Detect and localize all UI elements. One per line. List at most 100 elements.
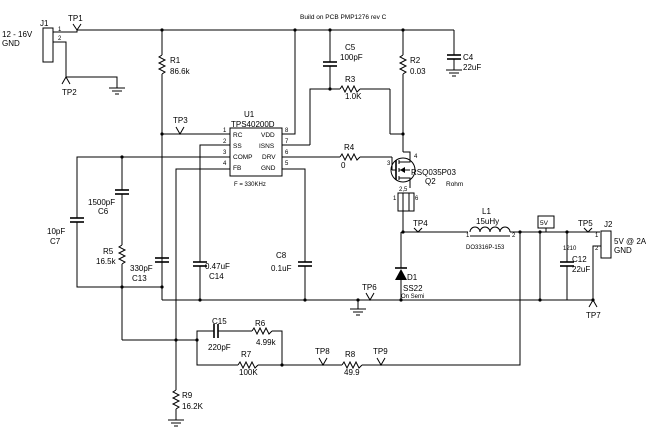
c7-value: 10pF [47, 227, 65, 236]
pin-gnd-num: 5 [285, 161, 289, 167]
j2-pin1: 1 [595, 233, 599, 239]
r7-ref: R7 [241, 350, 252, 359]
r6-resistor: R6 4.99k [251, 319, 277, 347]
r3-resistor: R3 1.0K [339, 75, 362, 101]
r1-ref: R1 [170, 56, 181, 65]
net-flag-label: 5V [540, 220, 549, 227]
c14-capacitor: 0.47uF C14 [193, 261, 230, 281]
tp6-label: TP6 [362, 283, 377, 292]
r8-resistor: R8 49.9 [341, 350, 363, 377]
c6-value: 1500pF [88, 198, 115, 207]
q2-pin6: 6 [415, 196, 419, 202]
pin-rc-num: 1 [223, 128, 227, 134]
c14-value: 0.47uF [205, 262, 230, 271]
j1-ref: J1 [40, 19, 49, 28]
tp1: TP1 [68, 14, 83, 31]
tp6: TP6 [362, 283, 377, 302]
c13-ref: C13 [132, 274, 147, 283]
c13-value: 330pF [130, 264, 153, 273]
l1-value: 15uHy [476, 217, 499, 226]
tp4: TP4 [413, 219, 428, 233]
pin-comp-num: 3 [223, 150, 227, 156]
c14-ref: C14 [209, 272, 224, 281]
c5-value: 100pF [340, 53, 363, 62]
r2-resistor: R2 0.03 [398, 54, 426, 76]
r8-value: 49.9 [344, 368, 360, 377]
c15-value: 220pF [208, 343, 231, 352]
q2-pin3: 3 [387, 161, 391, 167]
c12-value: 22uF [572, 265, 590, 274]
pin-fb-num: 4 [223, 161, 227, 167]
tp3-label: TP3 [173, 116, 188, 125]
build-note: Build on PCB PMP1276 rev C [300, 14, 387, 21]
q2-maker: Rohm [446, 181, 463, 188]
r7-resistor: R7 100K [237, 350, 259, 377]
input-connector: J1 12 - 16V GND 1 2 [2, 19, 62, 63]
q2-pin1: 1 [393, 196, 397, 202]
r6-value: 4.99k [256, 338, 277, 347]
c12-package: 1210 [563, 246, 577, 252]
output-voltage-label: 5V @ 2A [614, 237, 647, 246]
q2-pin25: 2,5 [399, 187, 408, 193]
r6-ref: R6 [255, 319, 266, 328]
j2-pin2: 2 [595, 246, 599, 252]
pin-fb-name: FB [233, 165, 241, 172]
r1-resistor: R1 86.6k [157, 54, 191, 76]
r2-value: 0.03 [410, 67, 426, 76]
output-gnd-label: GND [614, 246, 632, 255]
pin-vdd-name: VDD [261, 132, 275, 139]
r2-ref: R2 [410, 56, 421, 65]
c13-capacitor: 330pF C13 [130, 257, 169, 283]
pin-vdd-num: 8 [285, 128, 289, 134]
j1-pin1: 1 [58, 27, 62, 33]
r3-value: 1.0K [345, 92, 362, 101]
tp4-label: TP4 [413, 219, 428, 228]
c8-value: 0.1uF [271, 264, 292, 273]
j1-pin2: 2 [58, 36, 62, 42]
q2-ref: Q2 [425, 177, 436, 186]
c8-ref: C8 [276, 251, 287, 260]
tp1-label: TP1 [68, 14, 83, 23]
q2-pin4: 4 [414, 154, 418, 160]
r7-value: 100K [239, 368, 258, 377]
l1-inductor: L1 15uHy 1 2 DO3316P-153 [466, 207, 516, 251]
c12-capacitor: 1210 C12 22uF [560, 246, 590, 274]
r5-ref: R5 [103, 247, 114, 256]
r1-value: 86.6k [170, 67, 191, 76]
c5-capacitor: C5 100pF [323, 43, 363, 67]
pin-comp-name: COMP [233, 154, 253, 161]
q2-part: RSQ035P03 [411, 168, 456, 177]
l1-part: DO3316P-153 [466, 245, 505, 251]
r4-value: 0 [341, 161, 346, 170]
l1-pin1: 1 [466, 233, 470, 239]
tp5: TP5 [578, 219, 593, 233]
tp8: TP8 [315, 347, 330, 367]
d1-part: SS22 [403, 284, 423, 293]
pin-ss-num: 2 [223, 139, 227, 145]
j2-ref: J2 [604, 220, 613, 229]
controller-ic: U1 TPS40200D RC SS COMP FB VDD ISNS DRV … [223, 110, 289, 188]
c7-capacitor: 10pF C7 [47, 217, 84, 246]
r9-ref: R9 [182, 391, 193, 400]
c15-capacitor: C15 220pF [208, 317, 231, 352]
c4-value: 22uF [463, 63, 481, 72]
l1-ref: L1 [482, 207, 491, 216]
tp7: TP7 [586, 298, 601, 320]
r4-ref: R4 [344, 143, 355, 152]
tp9-label: TP9 [373, 347, 388, 356]
net-flag-5v: 5V [537, 215, 555, 229]
r9-value: 16.2K [182, 402, 204, 411]
r9-resistor: R9 16.2K [171, 389, 204, 411]
r5-resistor: R5 16.5k [96, 244, 127, 266]
ground-symbol [350, 308, 366, 316]
ground-symbol [109, 87, 125, 95]
u1-frequency: F = 330KHz [234, 182, 266, 188]
pin-drv-name: DRV [262, 154, 276, 161]
c8-capacitor: C8 0.1uF [271, 251, 312, 273]
r5-value: 16.5k [96, 257, 117, 266]
r3-ref: R3 [345, 75, 356, 84]
c12-ref: C12 [572, 255, 587, 264]
ground-symbol [168, 419, 184, 427]
r8-ref: R8 [345, 350, 356, 359]
